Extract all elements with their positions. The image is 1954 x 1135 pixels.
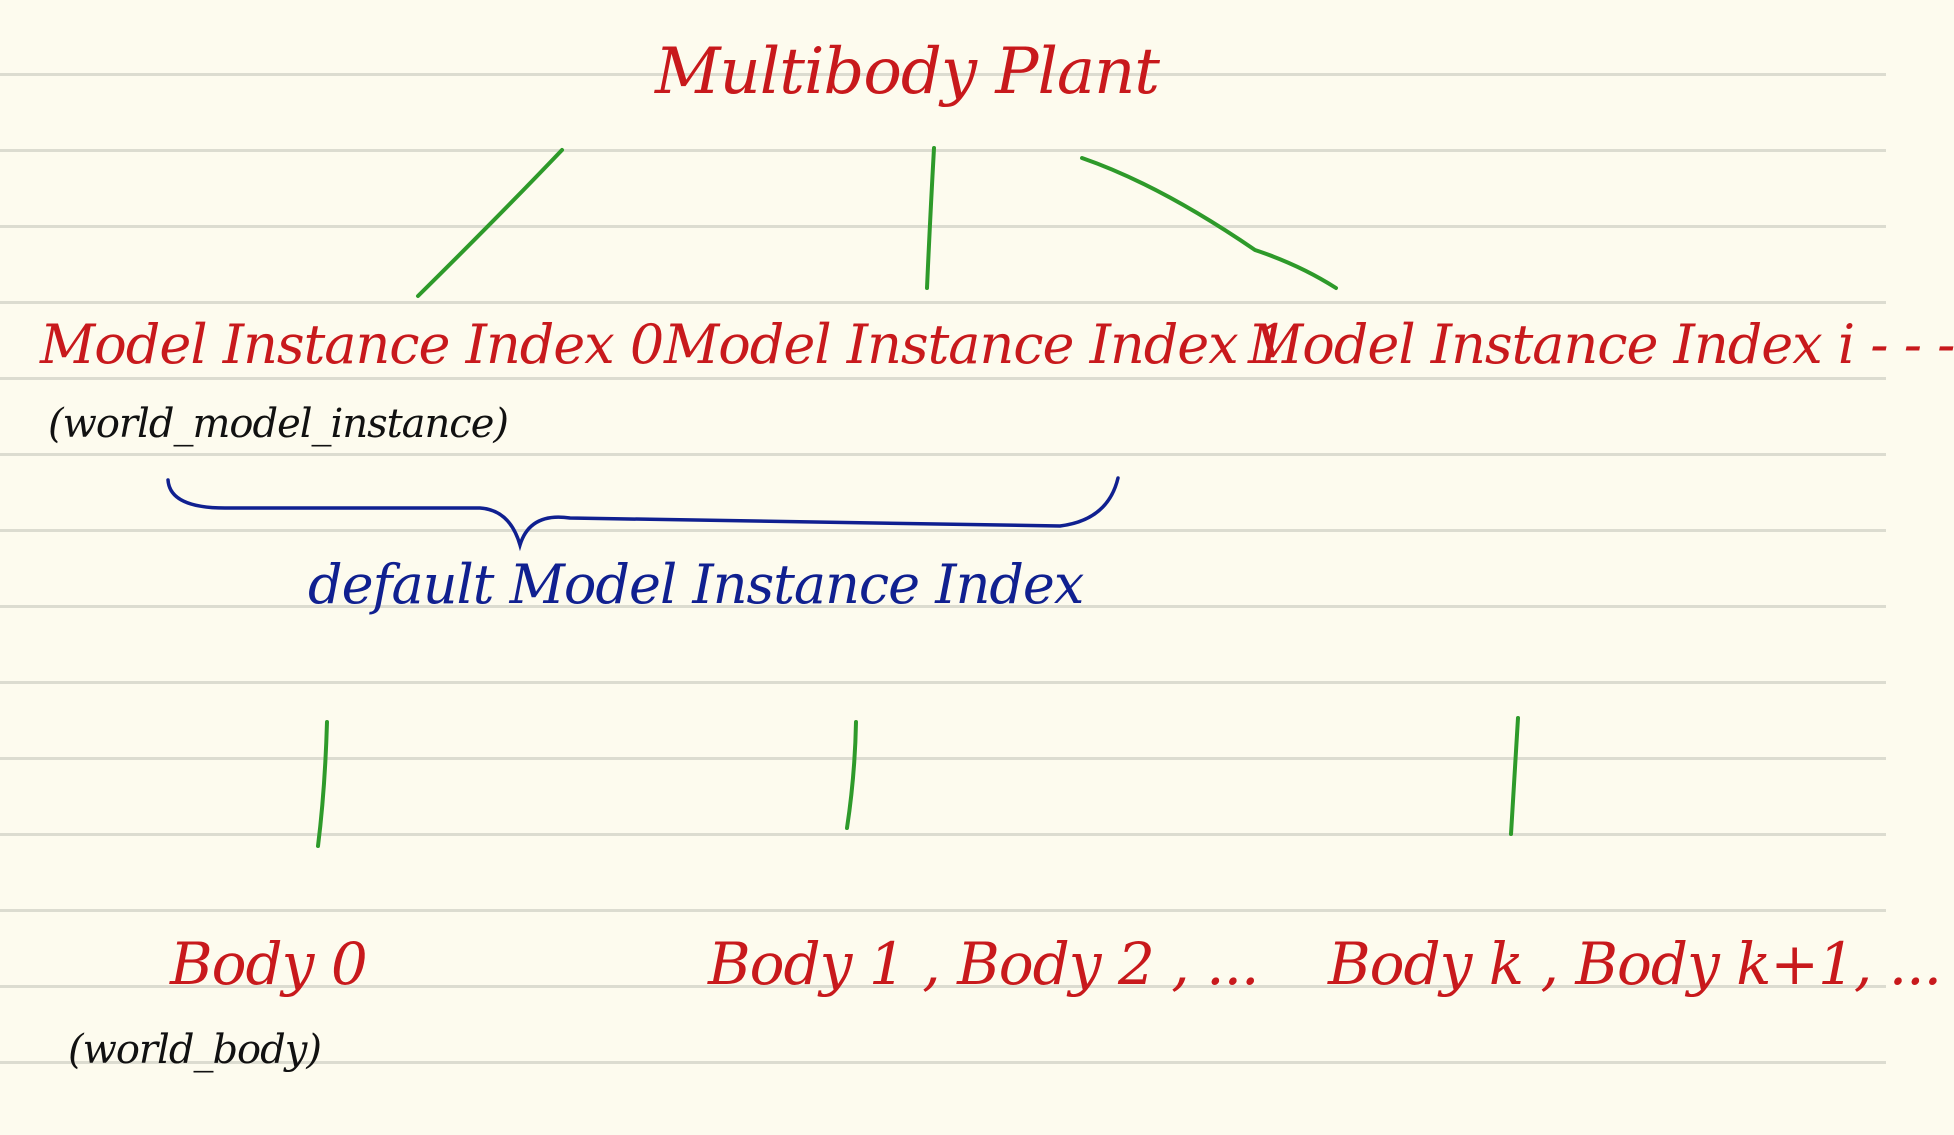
edge-root-to-instance-0 xyxy=(416,148,564,298)
body-k-label: Body k , Body k+1, ... xyxy=(1328,930,1942,998)
default-model-instance-index-label: default Model Instance Index xyxy=(308,553,1084,616)
default-instance-brace xyxy=(166,476,1120,552)
model-instance-index-0-label: Model Instance Index 0 xyxy=(40,313,664,376)
edge-instance-0-to-body-0 xyxy=(316,720,329,848)
body-1-body-2-label: Body 1 , Body 2 , ... xyxy=(708,930,1259,998)
edge-instance-1-to-body-1 xyxy=(845,720,858,830)
model-instance-index-i-label: Model Instance Index i - - - xyxy=(1248,313,1954,376)
diagram-connectors xyxy=(166,146,1520,848)
edge-root-to-instance-i xyxy=(1080,156,1338,290)
multibody-plant-label: Multibody Plant xyxy=(655,35,1160,109)
body-0-label: Body 0 xyxy=(170,930,368,998)
world-model-instance-label: (world_model_instance) xyxy=(48,401,509,447)
edge-instance-i-to-body-k xyxy=(1509,716,1520,836)
edge-root-to-instance-1 xyxy=(925,146,936,290)
model-instance-index-1-label: Model Instance Index 1 xyxy=(664,313,1288,376)
world-body-label: (world_body) xyxy=(68,1027,322,1073)
lined-paper-background xyxy=(0,0,1886,1135)
